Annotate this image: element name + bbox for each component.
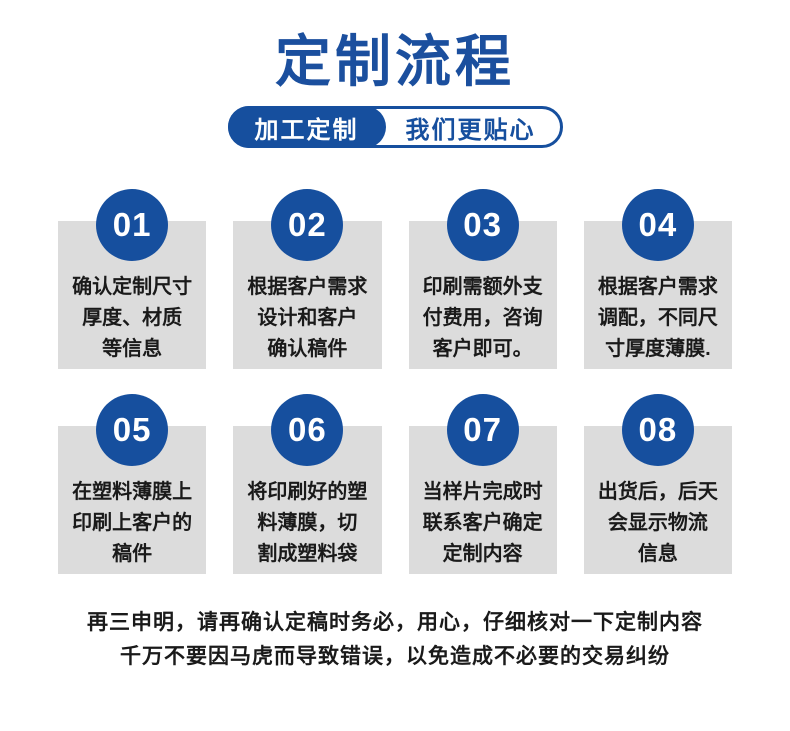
step-text-line: 将印刷好的塑 [247,481,368,503]
step-text-line: 设计和客户 [257,307,358,329]
step-card-04: 04 根据客户需求 调配，不同尺 寸厚度薄膜. [583,189,732,369]
footer-note-line2: 千万不要因马虎而导致错误，以免造成不必要的交易纠纷 [120,645,670,668]
step-text-line: 寸厚度薄膜. [605,338,711,360]
steps-grid: 01 确认定制尺寸 厚度、材质 等信息 02 根据客户需求 设计和客户 确认稿件… [58,189,732,574]
step-card-08: 08 出货后，后天 会显示物流 信息 [583,394,732,574]
step-card-07: 07 当样片完成时 联系客户确定 定制内容 [408,394,557,574]
step-text-line: 联系客户确定 [422,512,543,534]
step-text-line: 信息 [637,543,678,565]
step-text-line: 客户即可。 [432,338,533,360]
step-number-badge: 02 [271,189,344,261]
step-description: 根据客户需求 设计和客户 确认稿件 [233,221,382,369]
step-text-line: 割成塑料袋 [257,543,358,565]
step-description: 根据客户需求 调配，不同尺 寸厚度薄膜. [583,221,732,369]
step-text-line: 调配，不同尺 [597,307,718,329]
step-text-line: 出货后，后天 [597,481,718,503]
step-number-badge: 07 [446,394,519,466]
step-text-line: 会显示物流 [607,512,708,534]
footer-note-line1: 再三申明，请再确认定稿时务必，用心，仔细核对一下定制内容 [87,611,703,634]
step-text-line: 确认稿件 [267,338,348,360]
step-text-line: 根据客户需求 [597,276,718,298]
step-text-line: 在塑料薄膜上 [72,481,193,503]
step-card-01: 01 确认定制尺寸 厚度、材质 等信息 [58,189,207,369]
step-text-line: 稿件 [112,543,153,565]
step-text-line: 付费用，咨询 [422,307,543,329]
step-text-line: 根据客户需求 [247,276,368,298]
step-text-line: 印刷需额外支 [422,276,543,298]
step-card-03: 03 印刷需额外支 付费用，咨询 客户即可。 [408,189,557,369]
step-card-02: 02 根据客户需求 设计和客户 确认稿件 [233,189,382,369]
tagline-badge: 加工定制 我们更贴心 [227,106,563,148]
badge-left-label: 加工定制 [227,106,386,148]
step-text-line: 当样片完成时 [422,481,543,503]
step-text-line: 厚度、材质 [82,307,183,329]
step-card-06: 06 将印刷好的塑 料薄膜，切 割成塑料袋 [233,394,382,574]
step-description: 印刷需额外支 付费用，咨询 客户即可。 [408,221,557,369]
footer-note: 再三申明，请再确认定稿时务必，用心，仔细核对一下定制内容 千万不要因马虎而导致错… [0,606,790,674]
step-card-05: 05 在塑料薄膜上 印刷上客户的 稿件 [58,394,207,574]
step-text-line: 定制内容 [442,543,523,565]
page-title: 定制流程 [275,30,515,93]
step-number-badge: 05 [96,394,169,466]
step-number-badge: 04 [621,189,694,261]
badge-row: 加工定制 我们更贴心 [0,106,790,148]
step-number-badge: 08 [621,394,694,466]
step-text-line: 印刷上客户的 [72,512,193,534]
step-number-badge: 03 [446,189,519,261]
step-text-line: 料薄膜，切 [257,512,358,534]
step-number-badge: 01 [96,189,169,261]
step-text-line: 确认定制尺寸 [72,276,193,298]
badge-right-label: 我们更贴心 [405,116,536,144]
step-text-line: 等信息 [102,338,163,360]
step-number-badge: 06 [271,394,344,466]
